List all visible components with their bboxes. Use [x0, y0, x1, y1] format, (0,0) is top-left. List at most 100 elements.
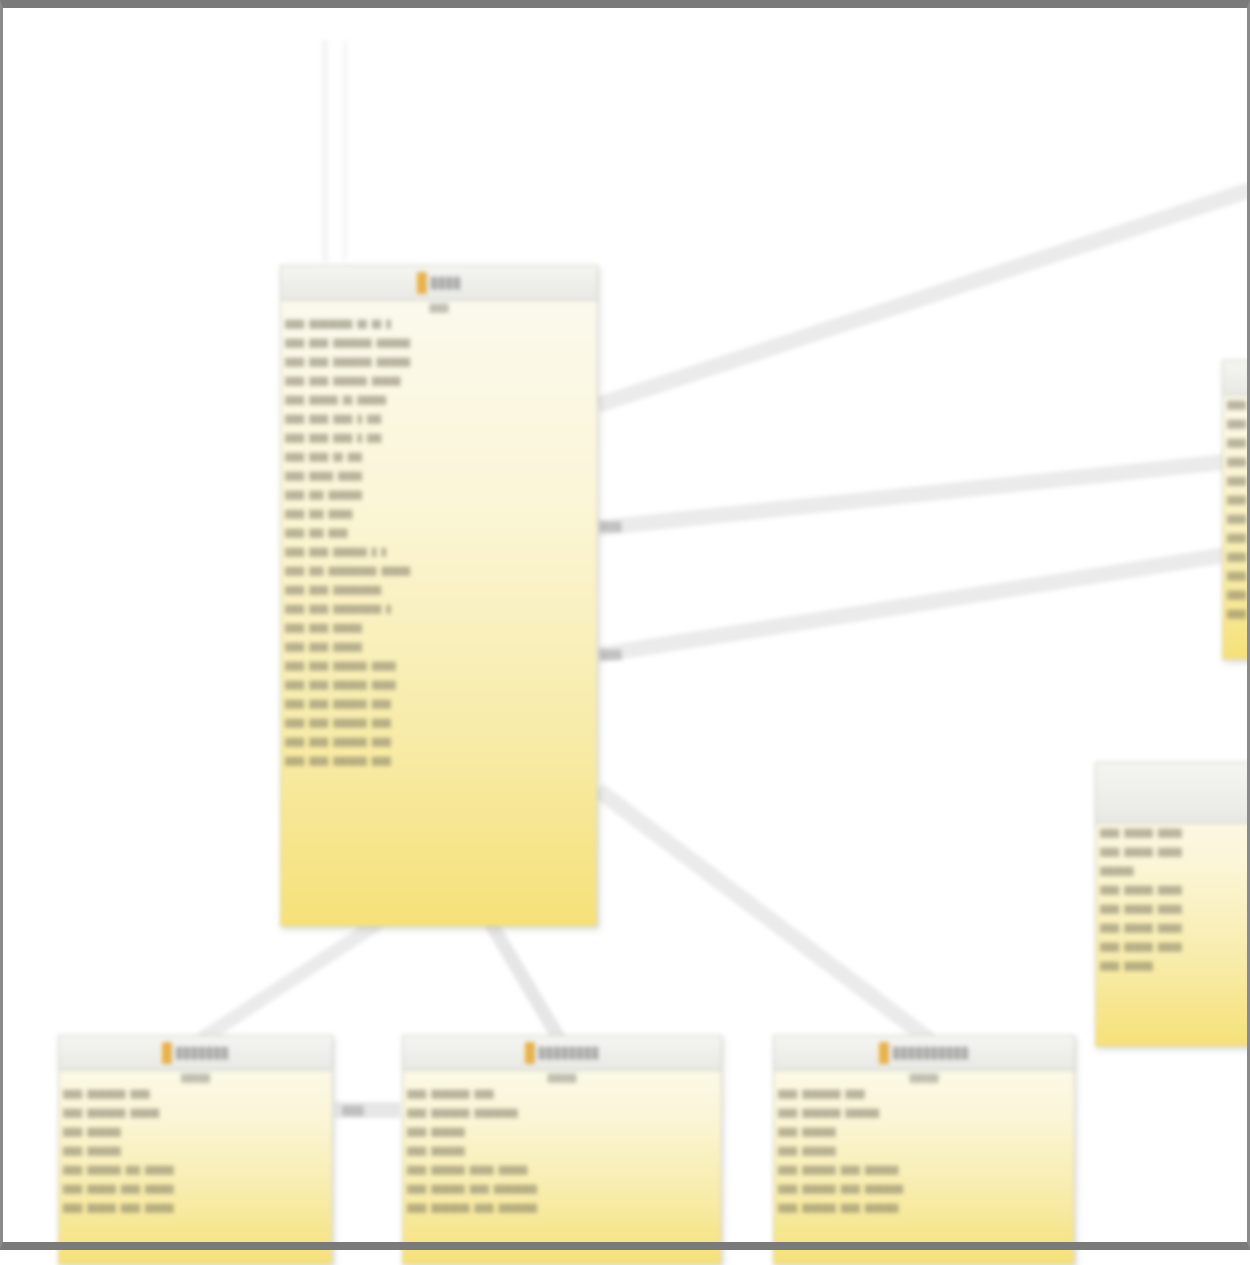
attribute-row: ▒▒▒▒ ▒▒▒▒▒▒ ▒▒ ▒▒▒▒▒▒	[285, 396, 387, 405]
attribute-row: ▒▒▒▒ ▒▒▒▒▒▒▒▒▒ ▒▒ ▒▒ ▒	[285, 320, 391, 329]
attribute-row: ▒▒▒▒ ▒▒▒▒▒▒▒	[407, 1128, 465, 1137]
attribute-row: ▒▒▒▒ ▒▒▒▒ ▒▒ ▒▒▒	[285, 453, 363, 462]
entity-header	[1096, 763, 1250, 824]
attribute-row: ▒▒▒▒ ▒▒▒▒▒ ▒▒▒▒▒	[285, 472, 363, 481]
attribute-row: ▒▒▒▒ ▒▒▒▒▒▒▒▒ ▒▒▒▒▒▒▒▒▒	[407, 1109, 518, 1118]
attribute-row: ▒▒▒▒ ▒▒▒▒▒▒▒ ▒▒▒▒ ▒▒▒▒▒▒▒▒	[778, 1185, 904, 1194]
attribute-row: ▒▒▒▒ ▒▒▒▒ ▒▒▒▒ ▒ ▒▒▒	[285, 434, 382, 443]
attribute-row: ▒▒▒▒	[1227, 496, 1247, 505]
attribute-row: ▒▒▒▒	[1227, 515, 1247, 524]
attribute-row: ▒▒▒▒ ▒▒▒▒▒▒▒ ▒▒▒▒ ▒▒▒▒▒▒▒	[778, 1204, 899, 1213]
attribute-row: ▒▒▒▒ ▒▒▒▒▒▒ ▒▒▒▒▒	[1100, 848, 1182, 857]
entity-subtitle: ▒▒▒▒	[429, 304, 449, 313]
attribute-row: ▒▒▒▒ ▒▒▒▒ ▒▒▒▒▒▒▒▒▒▒ ▒	[285, 605, 391, 614]
attribute-row: ▒▒▒▒	[1227, 439, 1247, 448]
attribute-row: ▒▒▒▒	[1227, 610, 1247, 619]
connector-main-right-top	[595, 182, 1250, 413]
entity-subtitle: ▒▒▒▒▒▒	[909, 1074, 939, 1083]
attribute-row: ▒▒▒▒ ▒▒▒ ▒▒▒▒▒▒▒	[285, 491, 363, 500]
attribute-row: ▒▒▒▒	[1227, 401, 1247, 410]
connector-main-right-top-2	[597, 454, 1226, 536]
attribute-row: ▒▒▒▒ ▒▒▒▒▒▒▒ ▒▒▒ ▒▒▒▒▒▒	[63, 1166, 174, 1175]
entity-title: ▒▒▒▒▒▒▒▒▒▒	[892, 1046, 970, 1060]
attribute-row: ▒▒▒▒ ▒▒▒▒ ▒▒▒▒▒▒	[285, 624, 363, 633]
edge-label-main-right-a: ▒▒▒▒	[600, 521, 622, 533]
attribute-row: ▒▒▒▒ ▒▒▒▒▒▒▒	[778, 1147, 836, 1156]
attribute-row: ▒▒▒▒ ▒▒▒▒ ▒▒▒▒▒▒▒ ▒▒▒▒▒	[285, 681, 396, 690]
attribute-row: ▒▒▒▒ ▒▒▒▒ ▒▒▒▒▒▒▒ ▒▒▒▒▒	[285, 662, 396, 671]
attribute-row: ▒▒▒▒	[1227, 553, 1247, 562]
key-icon	[416, 272, 427, 294]
attribute-row: ▒▒▒▒ ▒▒▒▒▒▒ ▒▒▒▒ ▒▒▒▒▒▒	[63, 1204, 174, 1213]
attribute-row: ▒▒▒▒ ▒▒▒▒▒▒▒▒ ▒▒▒▒	[778, 1090, 865, 1099]
attribute-row: ▒▒▒▒	[1227, 458, 1247, 467]
entity-title: ▒▒▒▒	[430, 276, 462, 290]
attribute-list: ▒▒▒▒ ▒▒▒▒▒▒▒▒ ▒▒▒▒ ▒▒▒▒ ▒▒▒▒▒▒▒▒ ▒▒▒▒▒▒▒…	[774, 1085, 1074, 1218]
connector-main-bottom-1	[196, 916, 384, 1046]
attribute-row: ▒▒▒▒ ▒▒▒▒▒▒ ▒▒▒▒▒	[1100, 943, 1182, 952]
attribute-row: ▒▒▒▒ ▒▒▒▒▒▒▒▒ ▒▒▒▒	[63, 1090, 150, 1099]
attribute-row: ▒▒▒▒ ▒▒▒▒ ▒▒▒▒▒▒▒▒ ▒▒▒▒▒▒▒	[285, 358, 411, 367]
attribute-row: ▒▒▒▒ ▒▒▒▒ ▒▒▒▒▒▒▒▒▒▒	[285, 586, 382, 595]
entity-subtitle: ▒▒▒▒▒▒	[181, 1074, 210, 1083]
attribute-list: ▒▒▒▒ ▒▒▒▒▒▒▒▒ ▒▒▒▒ ▒▒▒▒ ▒▒▒▒▒▒▒▒ ▒▒▒▒▒▒ …	[59, 1085, 332, 1218]
key-icon	[878, 1042, 889, 1064]
entity-bottom-2[interactable]: ▒▒▒▒▒▒▒▒ ▒▒▒▒▒▒ ▒▒▒▒ ▒▒▒▒▒▒▒▒ ▒▒▒▒ ▒▒▒▒ …	[402, 1035, 722, 1265]
attribute-row: ▒▒▒▒ ▒▒▒▒ ▒▒▒▒▒▒▒ ▒▒▒▒	[285, 757, 391, 766]
entity-title: ▒▒▒▒▒▒▒	[175, 1046, 230, 1060]
entity-right-mid[interactable]: ▒▒▒▒ ▒▒▒▒▒▒ ▒▒▒▒▒ ▒▒▒▒ ▒▒▒▒▒▒ ▒▒▒▒▒ ▒▒▒▒…	[1095, 762, 1250, 1047]
attribute-row: ▒▒▒▒ ▒▒▒▒▒▒▒▒ ▒▒▒▒ ▒▒▒▒▒▒▒▒	[407, 1204, 538, 1213]
attribute-list: ▒▒▒▒ ▒▒▒▒▒▒▒▒ ▒▒▒▒ ▒▒▒▒ ▒▒▒▒▒▒▒▒ ▒▒▒▒▒▒▒…	[403, 1085, 721, 1218]
attribute-row: ▒▒▒▒▒▒▒	[1100, 867, 1134, 876]
attribute-row: ▒▒▒▒ ▒▒▒▒ ▒▒▒▒▒▒▒ ▒▒▒▒▒▒	[285, 377, 401, 386]
attribute-row: ▒▒▒▒ ▒▒▒▒ ▒▒▒▒ ▒ ▒▒▒	[285, 415, 382, 424]
attribute-row: ▒▒▒▒ ▒▒▒▒▒▒▒▒ ▒▒▒▒	[407, 1090, 494, 1099]
entity-header: ▒▒▒▒▒▒▒	[59, 1036, 332, 1071]
attribute-row: ▒▒▒▒ ▒▒▒▒ ▒▒▒▒▒▒▒ ▒ ▒	[285, 548, 387, 557]
edge-label-bottom-1-2: ▒▒▒▒	[342, 1105, 364, 1117]
attribute-row: ▒▒▒▒ ▒▒▒▒▒▒▒▒ ▒▒▒▒▒▒▒	[778, 1109, 880, 1118]
attribute-list: ▒▒▒▒ ▒▒▒▒▒▒ ▒▒▒▒▒ ▒▒▒▒ ▒▒▒▒▒▒ ▒▒▒▒▒ ▒▒▒▒…	[1096, 824, 1250, 976]
attribute-row: ▒▒▒▒ ▒▒▒▒▒▒▒	[778, 1128, 836, 1137]
entity-header	[1223, 361, 1250, 396]
attribute-row: ▒▒▒▒	[1227, 572, 1247, 581]
attribute-list: ▒▒▒▒ ▒▒▒▒▒▒▒▒▒ ▒▒ ▒▒ ▒ ▒▒▒▒ ▒▒▒▒ ▒▒▒▒▒▒▒…	[281, 315, 597, 771]
connector-main-bottom-3	[593, 783, 935, 1047]
attribute-row: ▒▒▒▒ ▒▒▒▒▒▒▒	[63, 1128, 121, 1137]
attribute-list: ▒▒▒▒ ▒▒▒▒ ▒▒▒▒ ▒▒▒▒ ▒▒▒▒ ▒▒▒▒ ▒▒▒▒ ▒▒▒▒ …	[1223, 396, 1250, 624]
entity-main[interactable]: ▒▒▒▒ ▒▒▒▒ ▒▒▒▒ ▒▒▒▒▒▒▒▒▒ ▒▒ ▒▒ ▒ ▒▒▒▒ ▒▒…	[280, 265, 598, 927]
entity-bottom-3[interactable]: ▒▒▒▒▒▒▒▒▒▒ ▒▒▒▒▒▒ ▒▒▒▒ ▒▒▒▒▒▒▒▒ ▒▒▒▒ ▒▒▒…	[773, 1035, 1075, 1265]
attribute-row: ▒▒▒▒	[1227, 591, 1247, 600]
attribute-row: ▒▒▒▒ ▒▒▒▒ ▒▒▒▒▒▒▒ ▒▒▒▒	[285, 700, 391, 709]
connector-main-right-top-3	[596, 547, 1227, 663]
attribute-row: ▒▒▒▒ ▒▒▒▒ ▒▒▒▒▒▒▒ ▒▒▒▒	[285, 719, 391, 728]
entity-header: ▒▒▒▒▒▒▒▒▒▒	[774, 1036, 1074, 1071]
attribute-row: ▒▒▒▒ ▒▒▒▒▒▒▒ ▒▒▒▒ ▒▒▒▒▒▒▒▒▒	[407, 1185, 538, 1194]
attribute-row: ▒▒▒▒ ▒▒▒▒▒▒▒ ▒▒▒▒▒ ▒▒▒▒▒▒	[407, 1166, 528, 1175]
attribute-row: ▒▒▒▒ ▒▒▒ ▒▒▒▒▒▒▒▒▒▒ ▒▒▒▒▒▒	[285, 567, 411, 576]
attribute-row: ▒▒▒▒ ▒▒▒▒▒▒ ▒▒▒▒▒	[1100, 886, 1182, 895]
attribute-row: ▒▒▒▒	[1227, 534, 1247, 543]
attribute-row: ▒▒▒▒ ▒▒▒▒▒▒ ▒▒▒▒▒	[1100, 829, 1182, 838]
key-icon	[161, 1042, 172, 1064]
entity-subtitle: ▒▒▒▒▒▒	[547, 1074, 577, 1083]
attribute-row: ▒▒▒▒ ▒▒▒▒▒▒▒ ▒▒▒▒ ▒▒▒▒▒▒▒	[778, 1166, 899, 1175]
attribute-row: ▒▒▒▒ ▒▒▒▒▒▒▒	[407, 1147, 465, 1156]
entity-title: ▒▒▒▒▒▒▒▒	[538, 1046, 600, 1060]
attribute-row: ▒▒▒▒ ▒▒▒ ▒▒▒▒	[285, 529, 348, 538]
attribute-row: ▒▒▒▒ ▒▒▒▒▒▒▒▒ ▒▒▒▒▒▒	[63, 1109, 160, 1118]
attribute-row: ▒▒▒▒ ▒▒▒▒ ▒▒▒▒▒▒▒ ▒▒▒▒	[285, 738, 391, 747]
key-icon	[524, 1042, 535, 1064]
attribute-row: ▒▒▒▒ ▒▒▒▒▒▒	[1100, 962, 1153, 971]
entity-header: ▒▒▒▒	[281, 266, 597, 301]
entity-right-top[interactable]: ▒▒▒▒ ▒▒▒▒ ▒▒▒▒ ▒▒▒▒ ▒▒▒▒ ▒▒▒▒ ▒▒▒▒ ▒▒▒▒ …	[1222, 360, 1250, 660]
attribute-row: ▒▒▒▒	[1227, 477, 1247, 486]
entity-bottom-1[interactable]: ▒▒▒▒▒▒▒ ▒▒▒▒▒▒ ▒▒▒▒ ▒▒▒▒▒▒▒▒ ▒▒▒▒ ▒▒▒▒ ▒…	[58, 1035, 333, 1265]
attribute-row: ▒▒▒▒ ▒▒▒▒ ▒▒▒▒▒▒	[285, 643, 363, 652]
attribute-row: ▒▒▒▒ ▒▒▒▒▒▒ ▒▒▒▒▒	[1100, 924, 1182, 933]
connector-main-bottom-2	[483, 918, 567, 1044]
attribute-row: ▒▒▒▒ ▒▒▒▒▒▒ ▒▒▒▒ ▒▒▒▒▒▒	[63, 1185, 174, 1194]
attribute-row: ▒▒▒▒ ▒▒▒▒ ▒▒▒▒▒▒▒▒ ▒▒▒▒▒▒▒	[285, 339, 411, 348]
